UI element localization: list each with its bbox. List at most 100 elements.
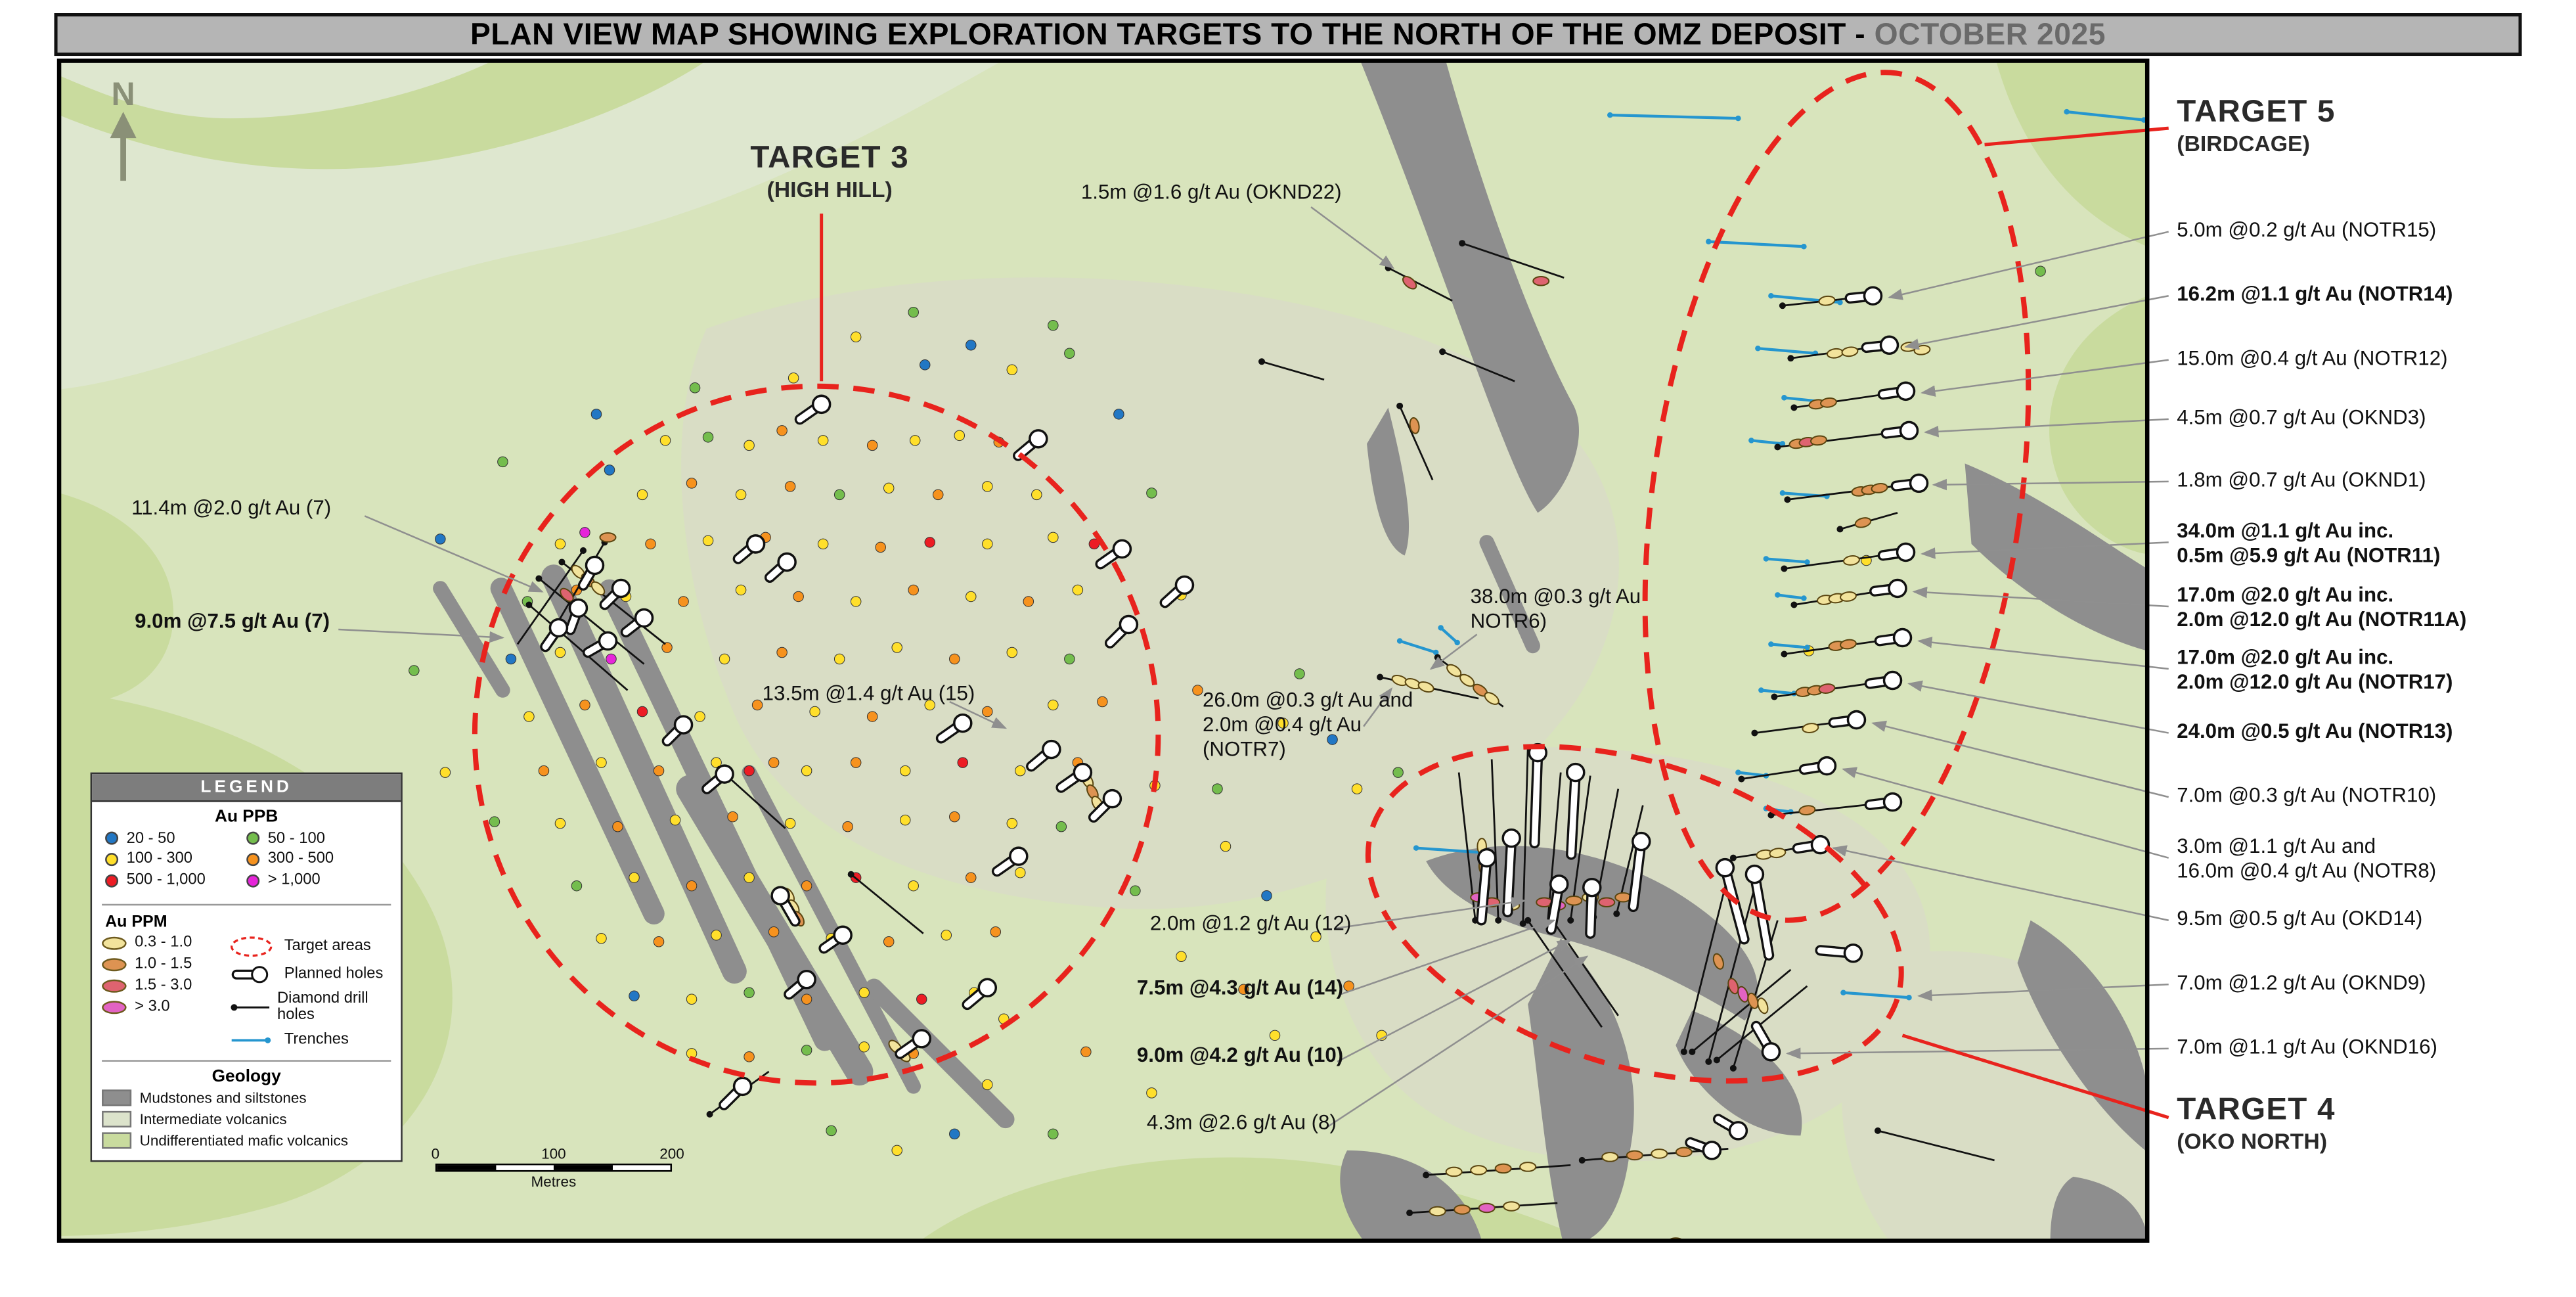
soil-sample-dot (908, 584, 919, 596)
planned-hole-head (1565, 762, 1586, 783)
scale-bar-graphic (435, 1163, 673, 1172)
geology-swatch (102, 1090, 132, 1107)
drill-collar-dot (1258, 358, 1266, 365)
planned-hole-head (777, 552, 797, 572)
soil-sample-dot (1072, 584, 1084, 596)
trench-end-dot (1779, 441, 1786, 447)
soil-sample-dot (659, 435, 671, 446)
soil-sample-dot (629, 990, 640, 1002)
leader-line (1337, 939, 1572, 1062)
trench-end-dot (1396, 638, 1403, 644)
au-ppm-intercept (1841, 346, 1859, 357)
trench-end-dot (1763, 556, 1769, 562)
leader-line (1842, 767, 2169, 859)
soil-sample-dot (866, 440, 878, 451)
planned-hole-head (1761, 1042, 1781, 1062)
soil-sample-dot (883, 482, 895, 494)
planned-hole-tail (1504, 834, 1515, 915)
soil-sample-dot (596, 757, 607, 768)
au-ppm-intercept (1820, 397, 1837, 408)
legend-item-ppm: 1.0 - 1.5 (102, 955, 227, 976)
planned-hole-tail (1568, 769, 1579, 858)
soil-sample-dot (1031, 489, 1042, 501)
soil-sample-dot (661, 642, 673, 653)
drill-collar-dot (1836, 526, 1844, 533)
geology-polygon (1996, 60, 2148, 247)
soil-sample-dot (850, 596, 862, 607)
soil-sample-dot (941, 929, 952, 941)
soil-sample-dot (612, 821, 623, 832)
soil-sample-dot (801, 993, 812, 1005)
au-ppm-intercept (590, 581, 606, 596)
drill-collar-dot (1567, 917, 1574, 924)
planned-hole-head (548, 618, 569, 638)
au-ppm-intercept (1409, 417, 1420, 434)
drill-collar-dot (1423, 1172, 1430, 1179)
legend-item-symbol: Target areas (227, 934, 391, 962)
soil-sample-dot (801, 765, 812, 777)
drill-collar-dot (1790, 404, 1798, 411)
leader-line (364, 515, 544, 593)
soil-sample-dot (1294, 668, 1305, 679)
soil-sample-dot (817, 435, 829, 446)
drill-collar-dot (1781, 565, 1788, 572)
soil-sample-dot (735, 489, 747, 501)
soil-sample-dot (702, 432, 714, 443)
diamond-drill-hole (538, 578, 645, 665)
drill-collar-dot (1595, 1246, 1602, 1252)
ppm-swatch (102, 980, 127, 993)
leader-line (1912, 586, 2169, 608)
legend-divider (102, 903, 391, 905)
au-ppm-intercept (1651, 1149, 1668, 1159)
soil-sample-dot (719, 653, 730, 665)
soil-sample-dot (1113, 409, 1124, 420)
soil-sample-dot (653, 765, 665, 777)
planned-hole-head (585, 555, 605, 576)
legend-item-ppb: 300 - 500 (246, 850, 388, 871)
soil-sample-dot (793, 591, 804, 603)
soil-sample-dot (949, 811, 960, 823)
target4-name: TARGET 4 (2177, 1093, 2336, 1127)
soil-sample-dot (776, 425, 788, 436)
scale-tick-label: 100 (541, 1145, 566, 1162)
planned-hole-head (1882, 670, 1903, 691)
soil-sample-dot (1048, 532, 1059, 543)
soil-sample-dot (1146, 1087, 1157, 1099)
soil-sample-dot (784, 481, 796, 492)
soil-sample-dot (842, 821, 853, 832)
soil-sample-dot (768, 757, 780, 768)
mudstone-polygon (1367, 407, 1410, 556)
planned-hole-head (732, 1076, 753, 1097)
target-area-ellipse (472, 383, 1161, 1086)
soil-sample-dot (523, 711, 535, 722)
planned-hole-head (1846, 710, 1867, 730)
au-ppm-intercept (1459, 673, 1475, 687)
au-ppm-intercept (1818, 683, 1836, 694)
soil-sample-dot (669, 814, 681, 826)
mudstone-band (433, 581, 510, 698)
soil-sample-dot (505, 653, 517, 665)
soil-sample-dot (606, 653, 617, 665)
legend-ppb-title: Au PPB (215, 807, 278, 827)
soil-sample-dot (1192, 685, 1203, 696)
planned-hole-head (673, 715, 694, 735)
trench-end-dot (1801, 595, 1807, 601)
leader-line (1429, 633, 1478, 670)
soil-sample-dot (1088, 538, 1100, 550)
soil-sample-dot (751, 699, 763, 711)
planned-hole-head (977, 978, 998, 998)
drill-collar-dot (558, 558, 566, 566)
ppb-swatch (105, 853, 119, 867)
au-ppm-intercept (1417, 681, 1434, 693)
trench-end-dot (1781, 395, 1787, 401)
soil-sample-dot (899, 765, 911, 777)
soil-sample-dot (954, 430, 966, 442)
soil-sample-dot (850, 331, 862, 343)
soil-sample-dot (744, 987, 755, 999)
soil-sample-dot (776, 647, 788, 658)
trench-line (1440, 626, 1459, 644)
soil-sample-dot (694, 711, 705, 722)
planned-hole-head (1073, 762, 1093, 783)
legend-item-ppm: > 3.0 (102, 997, 227, 1018)
